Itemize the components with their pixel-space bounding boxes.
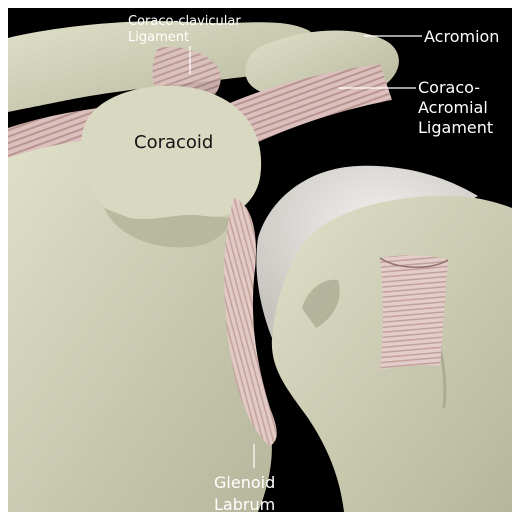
- label-line: Coraco-clavicular: [128, 14, 241, 30]
- coraco-acromial-ligament-label: Coraco- Acromial Ligament: [418, 78, 493, 138]
- glenoid-labrum-label: Glenoid Labrum: [214, 472, 275, 512]
- coracoid-label: Coracoid: [134, 132, 213, 154]
- label-line: Glenoid: [214, 472, 275, 494]
- shoulder-anatomy-figure: Coraco-clavicular Ligament Acromion Cora…: [8, 8, 512, 512]
- label-line: Ligament: [418, 118, 493, 138]
- label-line: Acromial: [418, 98, 493, 118]
- label-line: Ligament: [128, 30, 241, 46]
- label-line: Coraco-: [418, 78, 493, 98]
- acromion-label: Acromion: [424, 28, 499, 46]
- coraco-clavicular-ligament-label: Coraco-clavicular Ligament: [128, 14, 241, 46]
- tendon-cuff: [380, 255, 448, 370]
- label-line: Labrum: [214, 494, 275, 512]
